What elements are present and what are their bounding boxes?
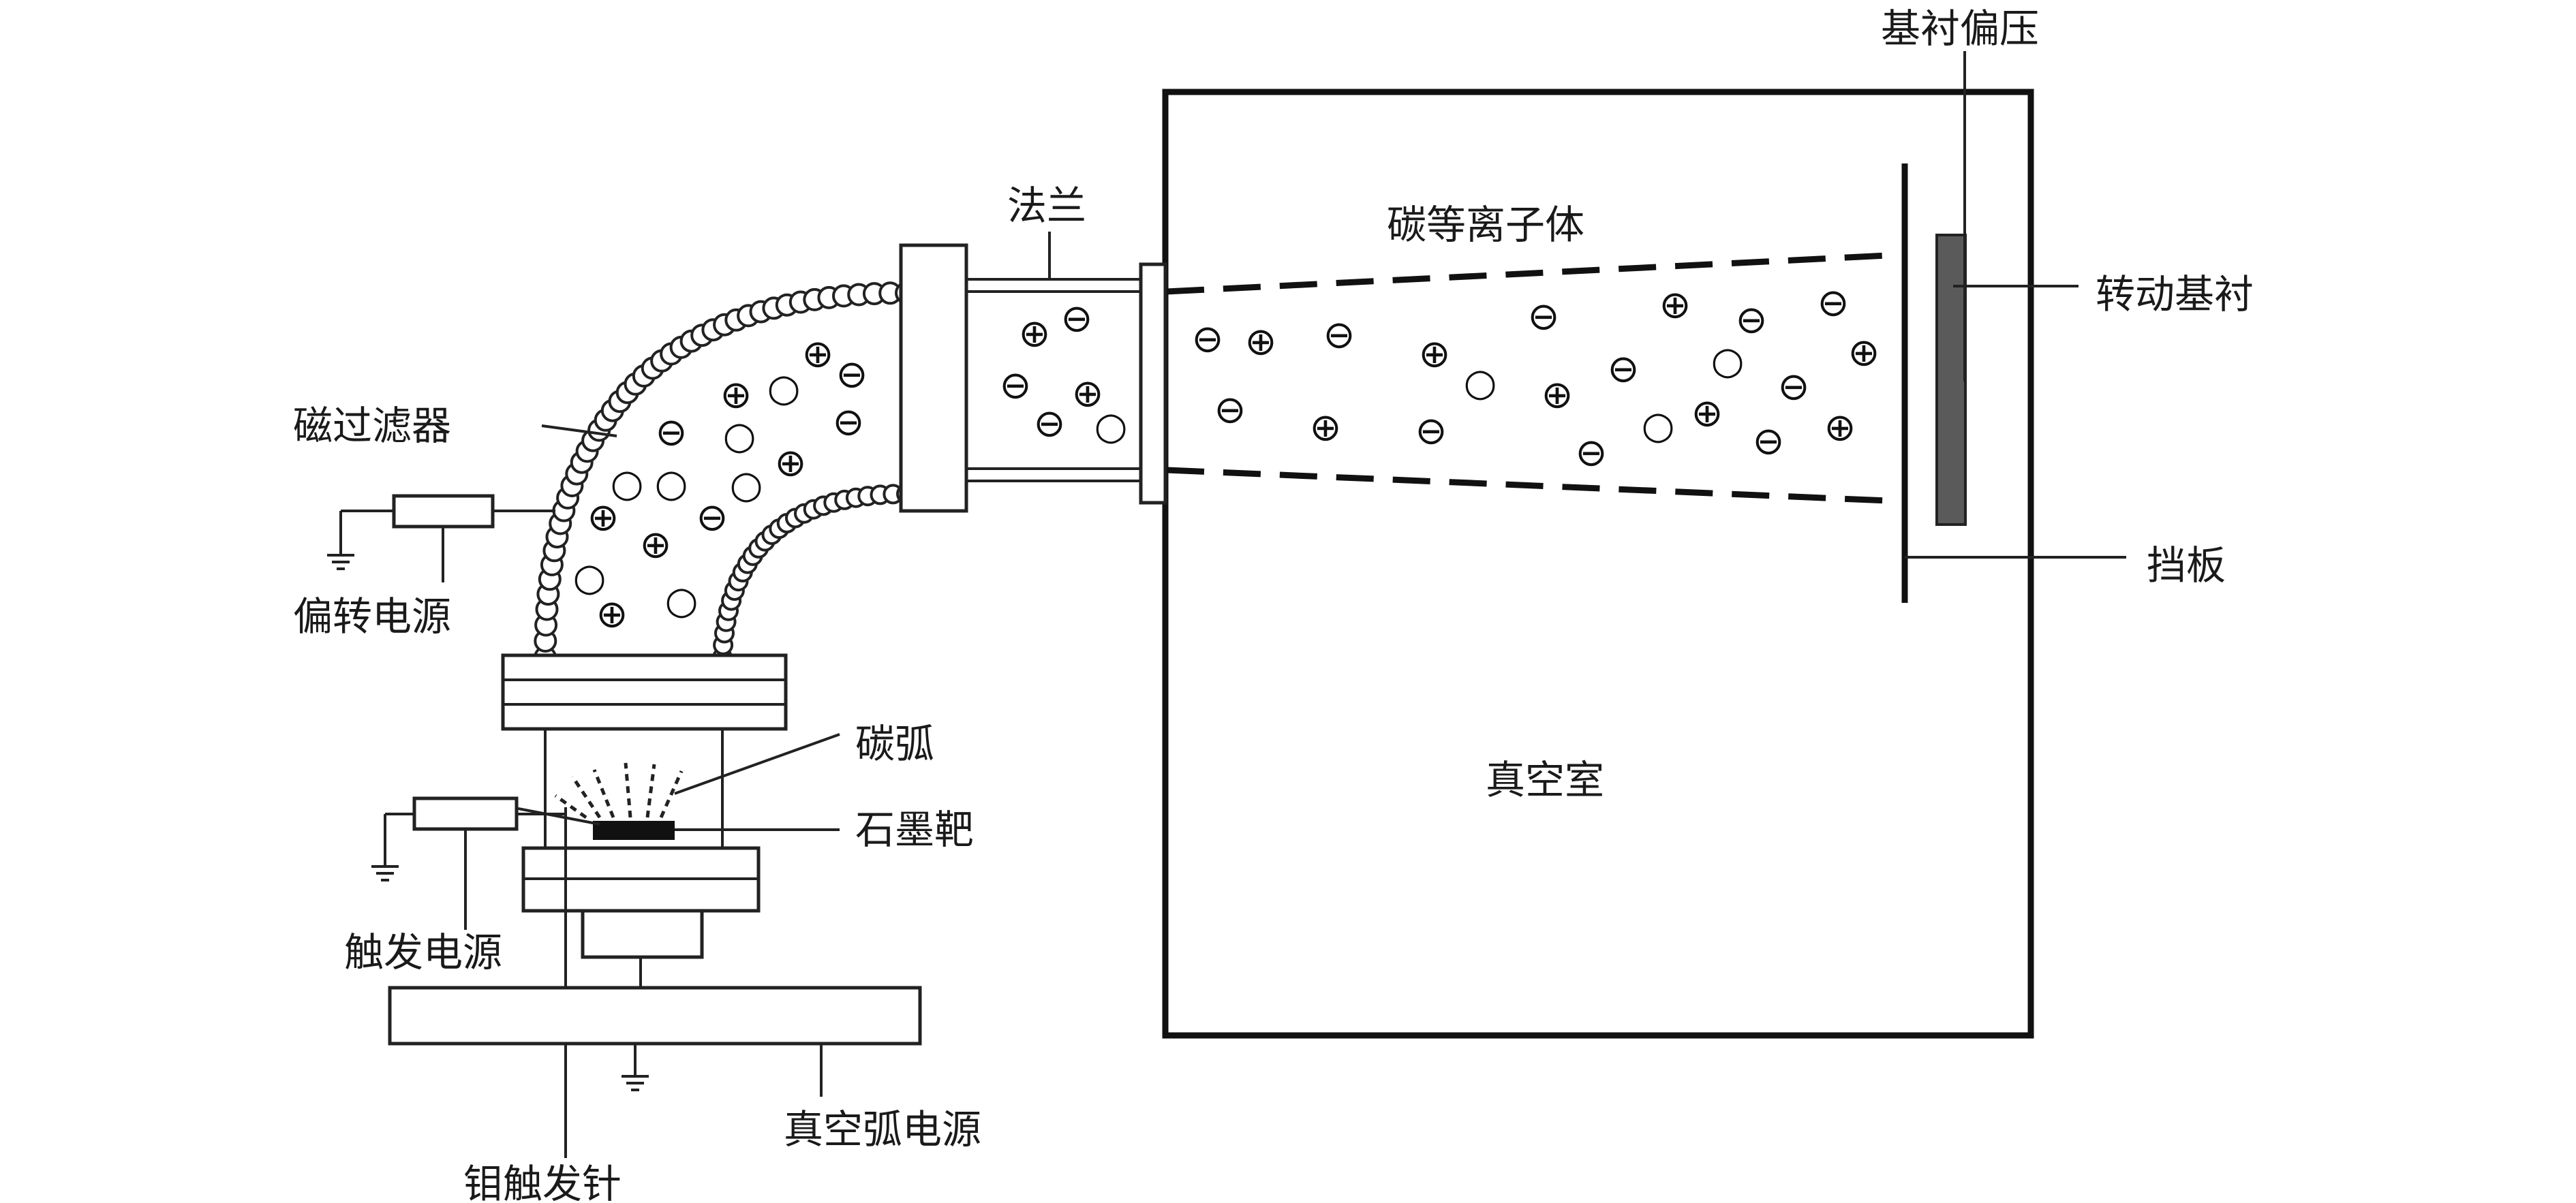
plasma-beam-upper [1166, 252, 1888, 295]
particle-positive: ⊕ [1419, 332, 1451, 377]
particle-negative: ⊖ [1818, 281, 1850, 326]
label-carbon-arc: 碳弧 [855, 721, 934, 767]
particle-negative: ⊖ [656, 411, 688, 455]
particle-positive: ⊕ [1848, 331, 1880, 375]
particle-positive: ⊕ [1824, 406, 1856, 450]
particle-negative: ⊖ [1415, 409, 1447, 454]
vacuum-arc-power-box [388, 986, 922, 1046]
magnetic-filter-leader [541, 424, 617, 437]
label-vacuum-arc-power: 真空弧电源 [784, 1106, 981, 1153]
particle-negative: ⊖ [696, 496, 729, 540]
graphite-target [593, 821, 675, 840]
particle-positive: ⊕ [640, 523, 672, 567]
particle-positive: ⊕ [1245, 320, 1277, 364]
particle-negative: ⊖ [1061, 297, 1093, 341]
particle-negative: ⊖ [1528, 295, 1560, 339]
particle-neutral: ○ [1642, 404, 1675, 448]
particle-negative: ⊖ [833, 401, 865, 445]
magnetic-filter [534, 281, 918, 669]
particle-neutral: ○ [1464, 361, 1497, 405]
particle-neutral: ○ [1711, 339, 1745, 384]
cathode-flange-top [501, 653, 788, 731]
particle-positive: ⊕ [1019, 312, 1051, 356]
cathode-assembly [501, 653, 788, 1158]
particle-negative: ⊖ [1753, 420, 1785, 464]
particle-neutral: ○ [767, 366, 801, 411]
particle-negative: ⊖ [1778, 365, 1810, 409]
vacuum-chamber-box [1162, 89, 2034, 1039]
particle-neutral: ○ [611, 462, 644, 506]
filter-coils-outer [534, 281, 918, 669]
particle-neutral: ○ [573, 556, 607, 600]
label-deflection-power: 偏转电源 [293, 593, 451, 640]
label-shutter: 挡板 [2147, 542, 2226, 589]
particle-positive: ⊕ [1691, 392, 1723, 436]
label-carbon-plasma: 碳等离子体 [1387, 202, 1584, 248]
particle-positive: ⊕ [775, 441, 807, 486]
particle-positive: ⊕ [587, 496, 619, 540]
particle-neutral: ○ [665, 579, 699, 623]
particle-negative: ⊖ [1736, 298, 1768, 343]
ground-symbol-arc [622, 1075, 649, 1091]
particle-positive: ⊕ [1659, 283, 1691, 328]
particle-positive: ⊕ [596, 593, 628, 637]
particle-negative: ⊖ [1034, 402, 1066, 446]
particle-positive: ⊕ [1542, 373, 1574, 418]
label-vacuum-chamber: 真空室 [1486, 757, 1604, 803]
flange-tube [966, 278, 1145, 482]
filter-flange [899, 243, 968, 513]
particle-negative: ⊖ [1000, 364, 1032, 408]
particle-negative: ⊖ [1214, 388, 1246, 433]
particle-negative: ⊖ [1192, 317, 1224, 362]
particle-neutral: ○ [1094, 405, 1128, 449]
label-substrate-bias: 基衬偏压 [1881, 5, 2039, 52]
particle-positive: ⊕ [1310, 406, 1342, 450]
carbon-arc-leader [674, 733, 840, 795]
label-flange: 法兰 [1007, 183, 1086, 229]
particle-positive: ⊕ [1072, 372, 1104, 416]
particle-neutral: ○ [655, 462, 688, 506]
plasma-beam-lower [1166, 467, 1888, 504]
particle-negative: ⊖ [1608, 347, 1640, 392]
ground-symbol-deflection [327, 554, 354, 570]
particle-negative: ⊖ [1323, 313, 1355, 358]
trigger-power-resistor [412, 796, 519, 831]
label-graphite-target: 石墨靶 [855, 807, 974, 853]
label-magnetic-filter: 磁过滤器 [293, 403, 451, 449]
carbon-arc-sparks [554, 762, 684, 819]
deflection-power-resistor [392, 494, 495, 529]
particle-positive: ⊕ [802, 332, 834, 377]
chamber-flange [1139, 262, 1167, 505]
label-trigger-power: 触发电源 [344, 929, 502, 975]
label-rotating-substrate: 转动基衬 [2096, 271, 2254, 317]
particle-neutral: ○ [723, 414, 756, 458]
label-mo-trigger-needle: 钼触发针 [463, 1161, 622, 1203]
particle-positive: ⊕ [720, 373, 752, 418]
particle-neutral: ○ [730, 463, 763, 507]
particle-negative: ⊖ [836, 353, 868, 397]
rotating-substrate [1935, 234, 1967, 526]
cathode-base [581, 909, 704, 959]
particle-negative: ⊖ [1576, 431, 1608, 475]
ground-symbol-trigger [371, 865, 399, 881]
plasma-particles: ⊖⊕○⊕⊖○⊖⊕○○○⊖⊕⊕○○⊕⊕⊖⊖⊕⊖○⊖⊕⊖⊕⊖⊕⊖⊖⊕○⊖⊕○⊖⊖⊕⊖… [573, 281, 1880, 637]
